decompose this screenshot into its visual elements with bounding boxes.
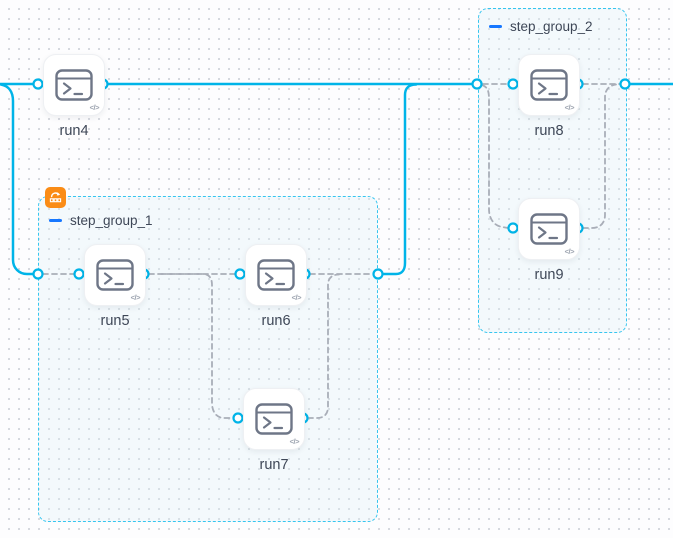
node-run5[interactable]: </> run5 [84,244,146,329]
collapse-group-button[interactable] [489,25,502,28]
node-run9[interactable]: </> run9 [518,198,580,283]
port-group1-entry[interactable] [32,268,44,280]
port-run4-in[interactable] [32,78,44,90]
terminal-icon [530,69,568,101]
port-group2-exit[interactable] [619,78,631,90]
terminal-icon [55,69,93,101]
port-group2-entry[interactable] [471,78,483,90]
code-icon: </> [89,103,100,112]
port-run5-in[interactable] [73,268,85,280]
port-run7-in[interactable] [232,412,244,424]
group-title: step_group_2 [510,19,593,34]
node-label: run9 [534,267,564,283]
terminal-icon [96,259,134,291]
loop-badge-icon [45,187,66,208]
port-group1-exit[interactable] [372,268,384,280]
node-label: run7 [259,457,289,473]
port-run9-in[interactable] [507,222,519,234]
node-label: run8 [534,123,564,139]
edge-run9-to-exit [582,83,617,229]
group-title: step_group_1 [70,213,153,228]
terminal-icon [255,403,293,435]
node-label: run5 [100,313,130,329]
port-run8-in[interactable] [507,78,519,90]
node-run4[interactable]: </> run4 [43,54,105,139]
edge-entry-to-run9 [481,84,509,229]
terminal-icon [530,213,568,245]
edge-left-to-group1 [0,83,35,276]
terminal-icon [257,259,295,291]
edge-group1-to-group2 [381,83,418,276]
code-icon: </> [564,103,575,112]
loop-icon [49,192,62,203]
code-icon: </> [289,437,300,446]
port-run6-in[interactable] [234,268,246,280]
node-label: run6 [261,313,291,329]
node-run8[interactable]: </> run8 [518,54,580,139]
node-label: run4 [59,123,89,139]
code-icon: </> [130,293,141,302]
edge-run7-to-exit [307,273,340,419]
code-icon: </> [564,247,575,256]
edge-run5-to-run7 [160,273,234,419]
node-run6[interactable]: </> run6 [245,244,307,329]
node-run7[interactable]: </> run7 [243,388,305,473]
code-icon: </> [291,293,302,302]
collapse-group-button[interactable] [49,219,62,222]
